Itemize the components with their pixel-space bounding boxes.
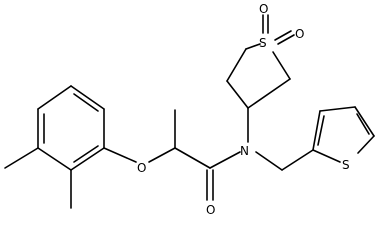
aryl-oxygen-bond [103,147,137,163]
oxygen-alpha-bond [148,147,176,163]
thiophene-sulfur-label: S [342,158,350,172]
sulfone-sulfur-label: S [259,36,267,50]
methylene-thiophene-bond [281,149,314,171]
ether-oxygen-label: O [137,161,146,175]
sulfone-oxygen-2-label: O [295,27,304,41]
methyl-bond-3 [4,147,39,169]
carbonyl-oxygen-label: O [206,203,215,217]
structure-svg: O O N S O O S [4,2,375,217]
molecule-drawing: O O N S O O S [4,2,375,217]
amide-bond [209,151,241,169]
sulfone-oxygen-1-label: O [259,2,268,16]
amide-nitrogen-label: N [240,144,249,158]
sulfolane-ring [226,43,291,109]
nitrogen-methylene-bond [255,151,283,171]
thiophene-ring [312,106,375,163]
sulfone-double-bond-2a [274,30,292,41]
sulfone-double-bond-2b [277,34,295,45]
benzene-ring [37,85,105,171]
alpha-carbonyl-bond [174,147,211,169]
